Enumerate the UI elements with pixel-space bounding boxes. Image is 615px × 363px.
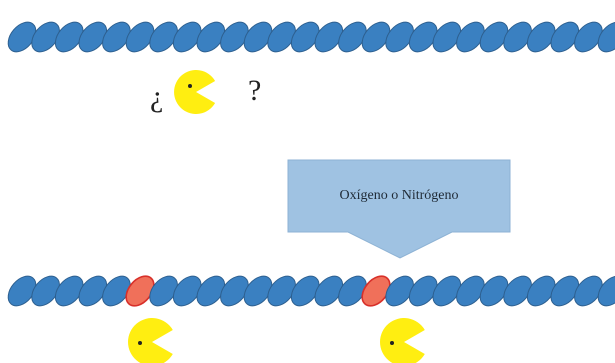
polymer-chain-top <box>7 21 615 53</box>
enzyme-eye <box>138 341 142 345</box>
chain-bead <box>31 21 60 53</box>
chain-bead <box>78 275 108 307</box>
chain-bead <box>7 21 37 53</box>
chain-bead <box>574 21 603 53</box>
chain-bead <box>220 275 249 307</box>
chain-bead <box>456 275 485 307</box>
callout-label: Oxígeno o Nitrógeno <box>339 188 459 203</box>
chain-bead <box>338 275 367 307</box>
chain-bead <box>550 275 580 307</box>
chain-bead <box>220 21 249 53</box>
chain-bead <box>338 21 367 53</box>
enzyme-eye <box>390 341 394 345</box>
chain-bead <box>314 275 344 307</box>
chain-bead <box>172 275 202 307</box>
chain-bead <box>54 275 84 307</box>
enzyme-icons <box>128 70 425 363</box>
chain-bead <box>267 275 296 307</box>
chain-bead <box>196 21 226 53</box>
enzyme-icon <box>128 318 173 363</box>
chain-bead <box>597 275 615 307</box>
enzyme-eye <box>188 84 192 88</box>
chain-bead <box>597 21 615 53</box>
down-arrow-icon <box>287 159 511 259</box>
chain-bead <box>102 275 131 307</box>
close-question-mark: ? <box>248 74 262 107</box>
chain-bead <box>314 21 344 53</box>
chain-bead <box>196 275 226 307</box>
chain-bead <box>456 21 485 53</box>
chain-bead <box>78 21 108 53</box>
chain-bead <box>149 275 178 307</box>
modified-bead <box>125 275 155 307</box>
modified-bead <box>361 275 391 307</box>
chain-bead <box>550 21 580 53</box>
chain-bead <box>243 21 273 53</box>
chain-bead <box>408 21 438 53</box>
open-question-mark: ¿ <box>150 80 164 113</box>
chain-bead <box>408 275 438 307</box>
chain-bead <box>290 275 320 307</box>
chain-bead <box>526 21 556 53</box>
chain-bead <box>172 21 202 53</box>
chain-bead <box>479 21 509 53</box>
chain-bead <box>479 275 509 307</box>
chain-bead <box>526 275 556 307</box>
chain-bead <box>503 21 532 53</box>
enzyme-icon <box>174 70 216 114</box>
polymer-chain-bottom <box>7 275 615 307</box>
chain-bead <box>385 275 414 307</box>
chain-bead <box>432 275 462 307</box>
chain-bead <box>385 21 414 53</box>
chain-bead <box>503 275 532 307</box>
chain-bead <box>54 21 84 53</box>
chain-bead <box>290 21 320 53</box>
chain-bead <box>7 275 37 307</box>
chain-bead <box>149 21 178 53</box>
chain-bead <box>574 275 603 307</box>
chain-bead <box>432 21 462 53</box>
enzyme-icon <box>380 318 425 363</box>
chain-bead <box>243 275 273 307</box>
chain-bead <box>102 21 131 53</box>
chain-bead <box>31 275 60 307</box>
chain-bead <box>267 21 296 53</box>
chain-bead <box>125 21 155 53</box>
chain-bead <box>361 21 391 53</box>
